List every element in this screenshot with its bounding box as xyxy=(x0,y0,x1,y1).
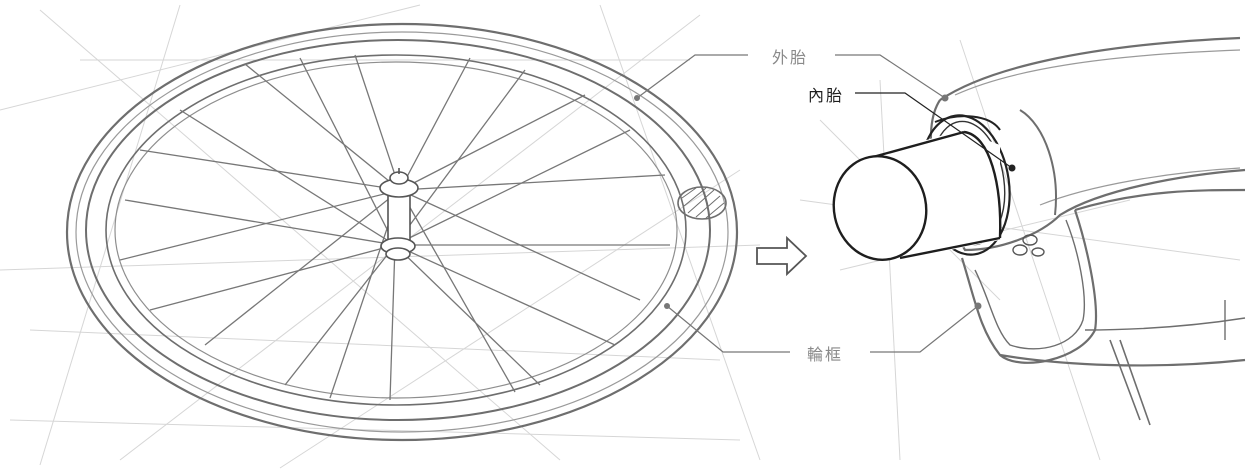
rim-label: 輪框 xyxy=(807,345,844,364)
tube-end-face xyxy=(832,155,928,261)
inner-tube-label: 內胎 xyxy=(808,86,845,105)
tube-cylinder xyxy=(832,130,1002,261)
outer-tire-label: 外胎 xyxy=(772,48,809,67)
valve-detail xyxy=(1012,234,1045,257)
rim-outline xyxy=(85,39,711,421)
cross-section-sketch xyxy=(832,36,1246,426)
tire-outline xyxy=(65,22,739,442)
leader-lines xyxy=(634,54,1016,353)
wheel-sketch xyxy=(65,22,739,442)
rim-profile xyxy=(960,188,1246,367)
right-arrow-icon xyxy=(756,235,808,277)
hub xyxy=(379,168,419,261)
cut-section xyxy=(677,186,727,220)
spokes xyxy=(119,54,670,401)
